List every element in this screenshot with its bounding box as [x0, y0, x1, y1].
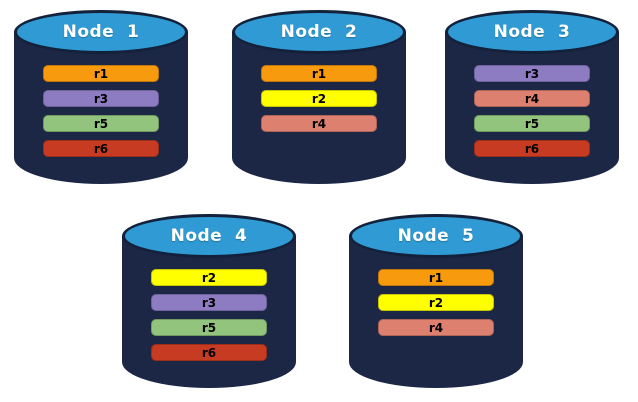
replica-label: r3 — [524, 66, 540, 81]
replica-bar-r6: r6 — [151, 344, 267, 361]
cylinder-top: Node 3 — [445, 10, 619, 54]
replica-bar-r3: r3 — [474, 65, 590, 82]
replica-label: r6 — [93, 141, 109, 156]
replica-bar-r6: r6 — [474, 140, 590, 157]
node-cylinder-3: Node 3 r3 r4 r5 r6 — [445, 10, 619, 184]
replica-bar-r1: r1 — [378, 269, 494, 286]
replica-bar-r3: r3 — [43, 90, 159, 107]
node-cylinder-4: Node 4 r2 r3 r5 r6 — [122, 214, 296, 388]
replica-list: r3 r4 r5 r6 — [474, 65, 590, 157]
cylinder-top: Node 2 — [232, 10, 406, 54]
node-title: Node 4 — [170, 226, 248, 246]
replica-list: r1 r3 r5 r6 — [43, 65, 159, 157]
node-title: Node 2 — [280, 22, 358, 42]
replica-label: r6 — [201, 345, 217, 360]
replica-label: r3 — [93, 91, 109, 106]
node-cylinder-5: Node 5 r1 r2 r4 — [349, 214, 523, 388]
replica-label: r1 — [428, 270, 444, 285]
node-title: Node 3 — [493, 22, 571, 42]
cylinder-body — [122, 236, 296, 388]
replica-bar-r1: r1 — [43, 65, 159, 82]
replica-bar-r2: r2 — [151, 269, 267, 286]
replica-list: r1 r2 r4 — [378, 269, 494, 336]
cylinder-top: Node 1 — [14, 10, 188, 54]
cylinder-top: Node 4 — [122, 214, 296, 258]
replica-label: r3 — [201, 295, 217, 310]
replica-bar-r4: r4 — [261, 115, 377, 132]
replica-label: r5 — [93, 116, 109, 131]
replica-bar-r6: r6 — [43, 140, 159, 157]
replica-bar-r4: r4 — [378, 319, 494, 336]
cylinder-body — [349, 236, 523, 388]
node-title: Node 5 — [397, 226, 475, 246]
replica-label: r4 — [311, 116, 327, 131]
replica-bar-r4: r4 — [474, 90, 590, 107]
replica-label: r4 — [524, 91, 540, 106]
replica-bar-r2: r2 — [261, 90, 377, 107]
replica-label: r2 — [201, 270, 217, 285]
node-cylinder-1: Node 1 r1 r3 r5 r6 — [14, 10, 188, 184]
replica-list: r2 r3 r5 r6 — [151, 269, 267, 361]
replica-bar-r5: r5 — [151, 319, 267, 336]
replica-bar-r1: r1 — [261, 65, 377, 82]
replica-list: r1 r2 r4 — [261, 65, 377, 132]
replica-label: r4 — [428, 320, 444, 335]
cylinder-body — [232, 32, 406, 184]
cylinder-top: Node 5 — [349, 214, 523, 258]
node-cylinder-2: Node 2 r1 r2 r4 — [232, 10, 406, 184]
node-title: Node 1 — [62, 22, 140, 42]
replica-label: r1 — [311, 66, 327, 81]
replica-label: r5 — [201, 320, 217, 335]
replica-bar-r5: r5 — [43, 115, 159, 132]
replica-label: r5 — [524, 116, 540, 131]
cylinder-body — [14, 32, 188, 184]
replica-label: r1 — [93, 66, 109, 81]
replica-bar-r2: r2 — [378, 294, 494, 311]
replica-label: r6 — [524, 141, 540, 156]
replica-bar-r5: r5 — [474, 115, 590, 132]
replica-label: r2 — [428, 295, 444, 310]
replica-label: r2 — [311, 91, 327, 106]
replica-bar-r3: r3 — [151, 294, 267, 311]
cylinder-body — [445, 32, 619, 184]
